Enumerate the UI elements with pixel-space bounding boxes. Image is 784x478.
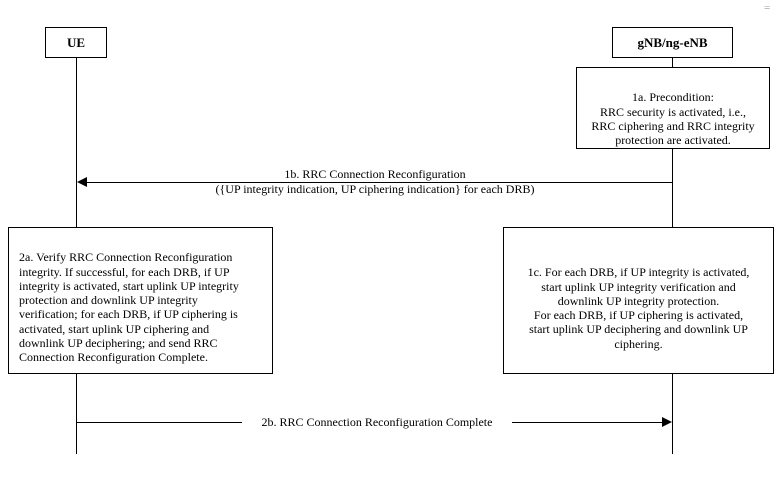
- gnb-entity-box: gNB/ng-eNB: [612, 27, 733, 58]
- gnb-start-text: 1c. For each DRB, if UP integrity is act…: [527, 265, 750, 351]
- reconfig-arrowhead: [77, 177, 87, 187]
- gnb-start-note: 1c. For each DRB, if UP integrity is act…: [503, 227, 774, 374]
- gnb-entity-label: gNB/ng-eNB: [637, 34, 708, 50]
- reconfig-message-arrow: [86, 182, 672, 183]
- ue-verify-text: 2a. Verify RRC Connection Reconfiguratio…: [19, 250, 239, 365]
- precondition-text: 1a. Precondition: RRC security is activa…: [591, 90, 755, 148]
- complete-message-label: 2b. RRC Connection Reconfiguration Compl…: [242, 415, 512, 430]
- complete-arrowhead: [662, 417, 672, 427]
- corner-mark: =: [764, 2, 771, 14]
- ue-verify-note: 2a. Verify RRC Connection Reconfiguratio…: [8, 227, 273, 374]
- ue-entity-label: UE: [66, 34, 86, 50]
- reconfig-message-label: 1b. RRC Connection Reconfiguration ({UP …: [188, 167, 562, 196]
- ue-entity-box: UE: [45, 27, 107, 58]
- precondition-note: 1a. Precondition: RRC security is activa…: [576, 67, 770, 149]
